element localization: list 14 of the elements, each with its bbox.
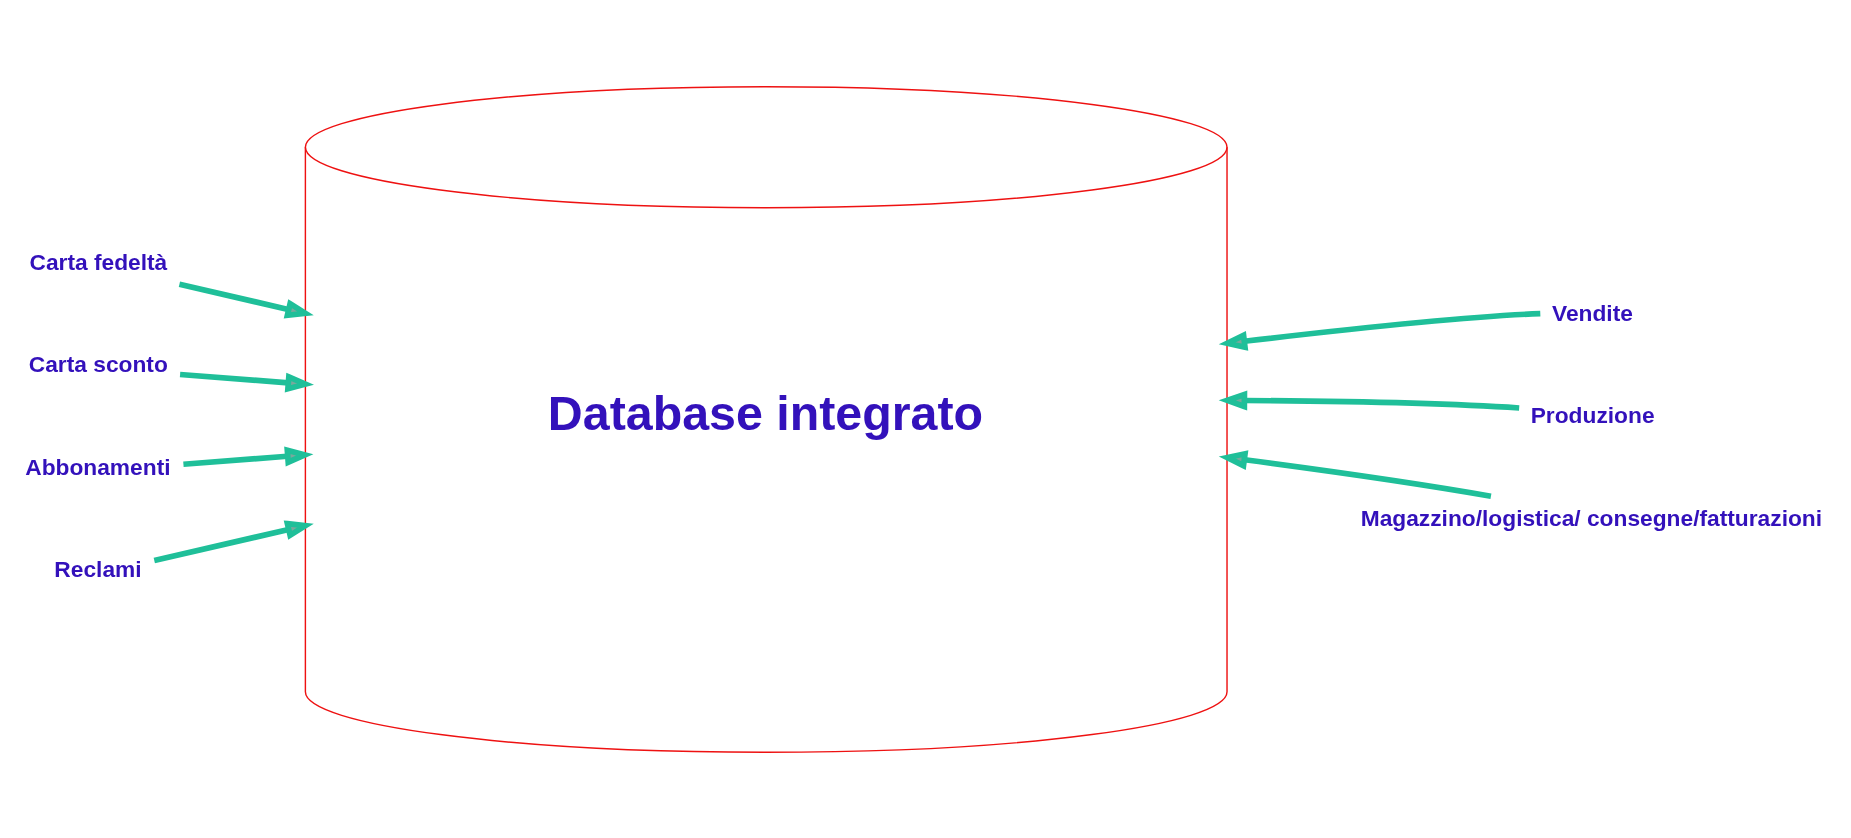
node-text: Vendite — [1552, 299, 1633, 326]
node-text: Magazzino/logistica/ consegne/fatturazioni — [1360, 504, 1823, 531]
node-text: Carta fedeltà — [29, 248, 168, 275]
arrow — [1218, 390, 1520, 411]
node-text: Abbonamenti — [25, 453, 171, 480]
node-text: Reclami — [54, 555, 142, 582]
arrow — [153, 519, 314, 563]
arrow — [1218, 449, 1492, 499]
arrow — [1218, 310, 1541, 351]
node-text: Carta sconto — [28, 350, 168, 377]
arrow — [179, 371, 314, 393]
arrow — [183, 446, 314, 467]
node-text: Produzione — [1530, 401, 1655, 428]
arrow — [178, 281, 314, 319]
